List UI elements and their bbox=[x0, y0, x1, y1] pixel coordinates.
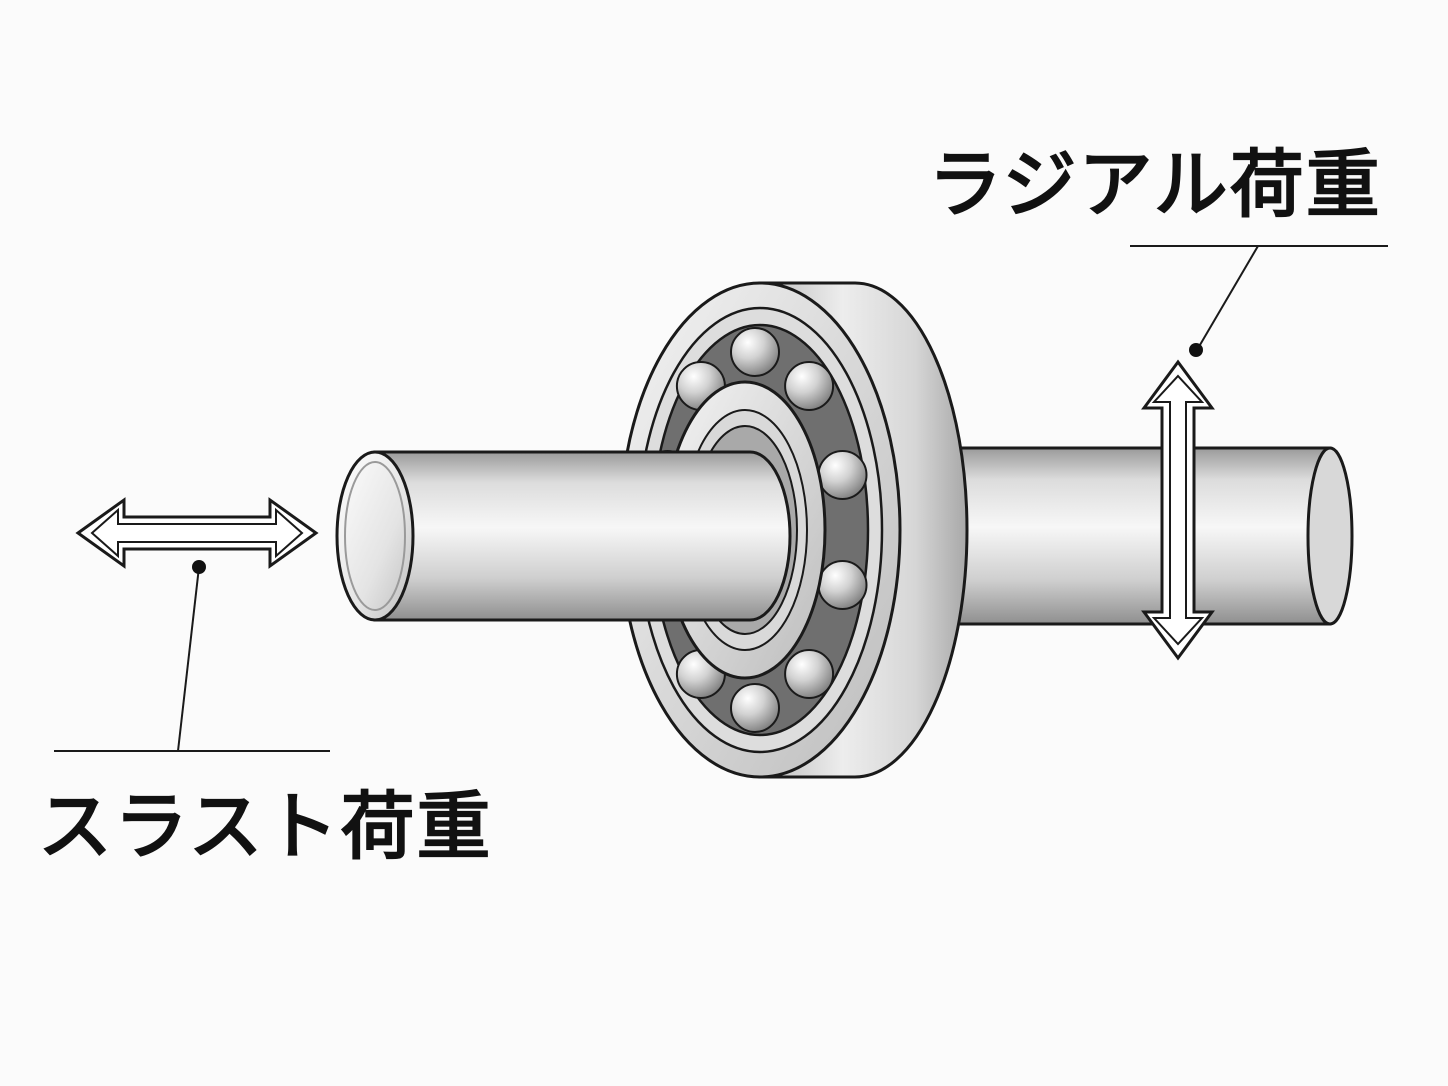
radial-load-label: ラジアル荷重 bbox=[928, 142, 1382, 228]
bearing-ball bbox=[817, 450, 868, 500]
shaft-right bbox=[878, 446, 1354, 626]
bearing-ball bbox=[784, 361, 835, 411]
double-arrow-horizontal-icon bbox=[75, 497, 319, 569]
radial-leader-line bbox=[1130, 245, 1388, 357]
bearing-ball bbox=[730, 327, 780, 377]
double-arrow-vertical-icon bbox=[1141, 359, 1215, 661]
thrust-leader-line bbox=[54, 560, 330, 752]
bearing-ball bbox=[784, 649, 835, 699]
thrust-load-label: スラスト荷重 bbox=[38, 784, 493, 870]
bearing-ball bbox=[730, 683, 780, 733]
shaft-left bbox=[335, 450, 792, 622]
bearing-ball bbox=[817, 560, 868, 610]
